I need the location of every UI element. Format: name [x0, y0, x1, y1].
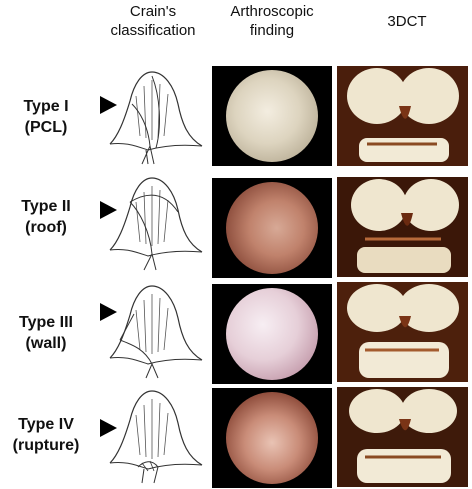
knee-drawing-type-3	[90, 280, 208, 380]
header-3dct-label: 3DCT	[387, 13, 427, 30]
header-3dct: 3DCT	[362, 12, 452, 31]
knee-drawing-type-1	[90, 66, 208, 166]
row-label-type-4: Type IV (rupture)	[0, 414, 92, 456]
knee-drawing-type-4	[90, 385, 208, 485]
subtype-label: (PCL)	[24, 119, 68, 136]
subtype-label: (roof)	[25, 219, 67, 236]
header-classification-line1: Crain's	[129, 3, 177, 20]
ct-image-type-1	[337, 66, 468, 166]
row-label-type-1: Type I (PCL)	[0, 96, 92, 138]
type-label: Type IV	[18, 416, 74, 433]
header-classification: Crain's classification	[98, 2, 208, 40]
subtype-label: (wall)	[25, 335, 67, 352]
header-classification-line2: classification	[110, 22, 196, 39]
row-label-type-3: Type III (wall)	[0, 312, 92, 354]
header-arthroscopic-line1: Arthroscopic	[230, 3, 314, 20]
header-arthroscopic: Arthroscopic finding	[212, 2, 332, 40]
header-arthroscopic-line2: finding	[249, 22, 295, 39]
arthroscopic-image-type-4	[212, 388, 332, 488]
type-label: Type I	[23, 98, 69, 115]
arrow-pointer-icon	[100, 419, 117, 437]
arthroscopic-image-type-3	[212, 284, 332, 384]
arrow-pointer-icon	[100, 201, 117, 219]
subtype-label: (rupture)	[12, 437, 80, 454]
arrow-pointer-icon	[100, 96, 117, 114]
knee-drawing-type-2	[90, 172, 208, 272]
ct-image-type-4	[337, 387, 468, 487]
arthroscopic-image-type-1	[212, 66, 332, 166]
arthroscopic-image-type-2	[212, 178, 332, 278]
type-label: Type III	[19, 314, 73, 331]
type-label: Type II	[21, 198, 71, 215]
ct-image-type-3	[337, 282, 468, 382]
ct-image-type-2	[337, 177, 468, 277]
row-label-type-2: Type II (roof)	[0, 196, 92, 238]
arrow-pointer-icon	[100, 303, 117, 321]
